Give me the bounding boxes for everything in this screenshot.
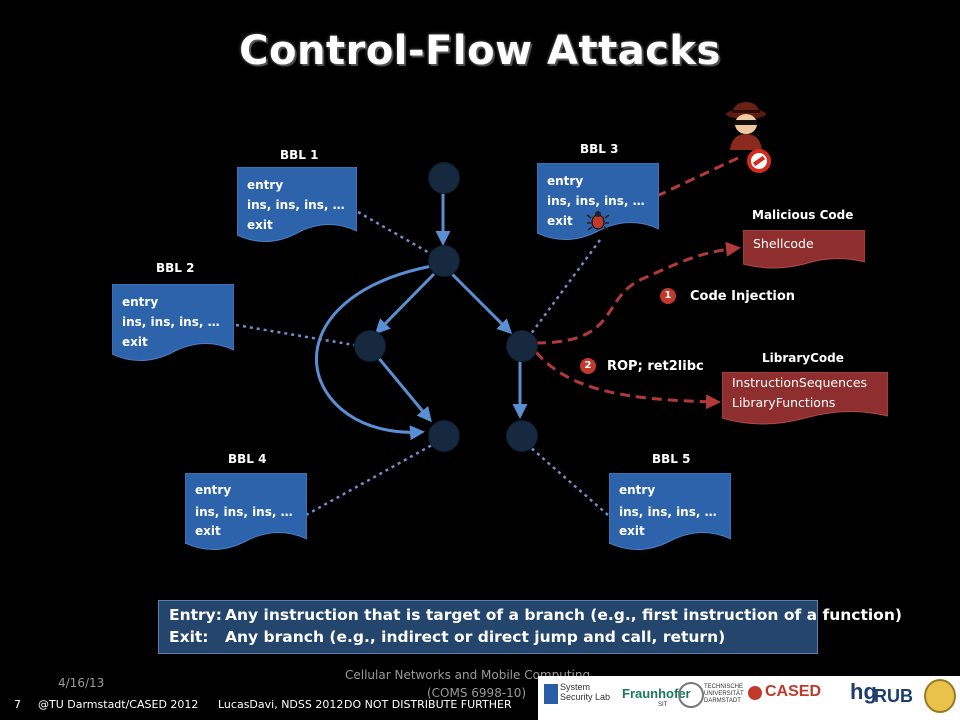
footer-course-line1: Cellular Networks and Mobile Computing [345, 668, 591, 682]
footer-date: 4/16/13 [58, 676, 105, 690]
bbl3-exit: exit [547, 214, 573, 228]
exit-definition: Exit: Any branch (e.g., indirect or direc… [169, 628, 725, 646]
bbl4-block: entry ins, ins, ins, … exit [185, 473, 307, 555]
malicious-code-label: Malicious Code [752, 208, 854, 222]
hg-logo: hg [850, 679, 877, 704]
cased-icon [748, 686, 762, 700]
ref-bbl5 [529, 446, 609, 516]
shellcode-text: Shellcode [753, 236, 814, 251]
bbl1-exit: exit [247, 218, 273, 232]
bbl3-ins: ins, ins, ins, … [547, 194, 645, 208]
bbl1-block: entry ins, ins, ins, … exit [237, 167, 357, 247]
bbl2-label: BBL 2 [156, 261, 195, 275]
library-line-1: InstructionSequences [732, 375, 868, 390]
entry-text: Any instruction that is target of a bran… [225, 606, 902, 624]
exit-text: Any branch (e.g., indirect or direct jum… [225, 628, 726, 646]
exit-key: Exit: [169, 628, 209, 646]
footer-credit-3: DO NOT DISTRIBUTE FURTHER [344, 698, 512, 711]
entry-definition: Entry:Any instruction that is target of … [169, 606, 902, 624]
bbl2-exit: exit [122, 335, 148, 349]
entry-key: Entry: [169, 606, 222, 624]
bbl4-exit: exit [195, 524, 221, 538]
bbl1-label: BBL 1 [280, 148, 319, 162]
footer-slide-number: 7 [14, 698, 21, 711]
university-seal-icon [924, 679, 956, 713]
bbl5-exit: exit [619, 524, 645, 538]
bbl3-entry: entry [547, 174, 584, 188]
library-line-2: LibraryFunctions [732, 395, 836, 410]
attack-2-badge: 2 [580, 358, 596, 374]
edge-curve-2-5 [315, 264, 433, 441]
bbl2-entry: entry [122, 295, 159, 309]
no-entry-icon [747, 149, 771, 173]
rop-path [534, 351, 721, 410]
bbl2-block: entry ins, ins, ins, … exit [112, 284, 234, 366]
cfg-node-1 [428, 162, 460, 194]
bbl4-entry: entry [195, 483, 232, 497]
bbl2-ins: ins, ins, ins, … [122, 315, 220, 329]
footer-course-line2: (COMS 6998-10) [427, 686, 527, 700]
bbl5-block: entry ins, ins, ins, … exit [609, 473, 731, 555]
bbl5-entry: entry [619, 483, 656, 497]
edge-2-4 [450, 272, 513, 335]
bbl4-ins: ins, ins, ins, … [195, 505, 293, 519]
cfg-node-4 [506, 330, 538, 362]
shellcode-block: Shellcode [743, 230, 865, 270]
bbl3-label: BBL 3 [580, 142, 619, 156]
bbl3-block: entry ins, ins, ins, … exit [537, 163, 659, 245]
cfg-node-3 [354, 330, 386, 362]
library-code-label: LibraryCode [762, 351, 844, 365]
code-injection-path [535, 241, 741, 345]
ref-bbl4 [305, 443, 433, 517]
cfg-node-2 [428, 245, 460, 277]
bbl5-label: BBL 5 [652, 452, 691, 466]
attack-1-badge: 1 [660, 288, 676, 304]
fraunhofer-logo: Fraunhofer [622, 686, 691, 701]
ref-bbl2 [235, 323, 355, 347]
attack-1-label: Code Injection [690, 289, 796, 304]
ref-bbl3 [526, 239, 602, 339]
attacker-icon [726, 102, 766, 150]
edge-3-5 [375, 355, 432, 423]
bbl5-ins: ins, ins, ins, … [619, 505, 717, 519]
bug-icon [586, 211, 610, 231]
fraunhofer-sit-logo: SIT [658, 702, 668, 708]
edge-2-3 [374, 272, 436, 335]
tud-seal-icon [678, 682, 704, 708]
bbl4-label: BBL 4 [228, 452, 267, 466]
definition-box: Entry:Any instruction that is target of … [158, 600, 902, 654]
footer-credit-2: LucasDavi, NDSS 2012 [218, 698, 344, 711]
rub-logo: RUB [874, 686, 913, 706]
cfg-node-6 [506, 420, 538, 452]
footer-credit-1: @TU Darmstadt/CASED 2012 [38, 698, 199, 711]
bbl1-entry: entry [247, 178, 284, 192]
slide-title: Control-Flow Attacks [239, 28, 721, 74]
cased-logo: CASED [765, 683, 822, 700]
bbl1-ins: ins, ins, ins, … [247, 198, 345, 212]
cfg-node-5 [428, 420, 460, 452]
ref-bbl1 [357, 210, 434, 257]
system-security-lab-logo [544, 684, 558, 704]
attack-2-label: ROP; ret2libc [607, 359, 704, 374]
